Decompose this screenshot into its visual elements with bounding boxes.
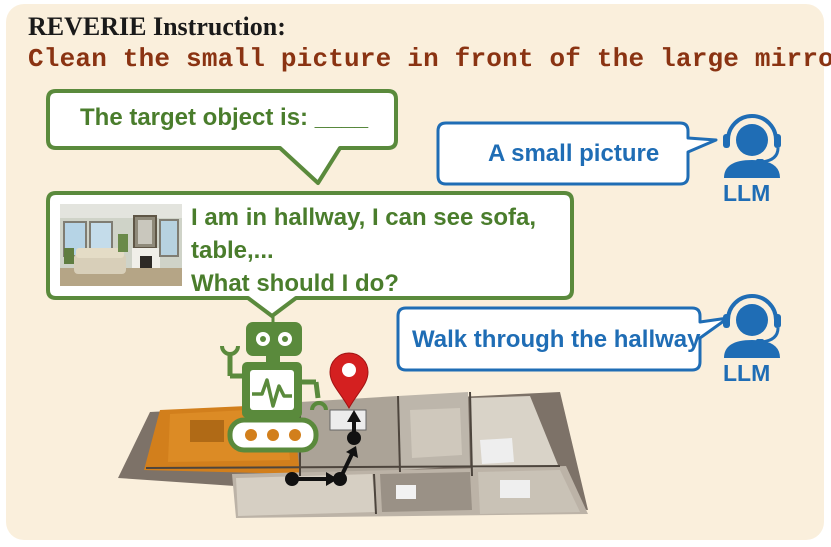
path-waypoint bbox=[285, 472, 299, 486]
path-waypoint bbox=[347, 431, 361, 445]
llm-answer-target: A small picture bbox=[488, 140, 660, 167]
robot-agent-icon bbox=[220, 301, 328, 453]
observation-line: What should I do? bbox=[191, 270, 399, 297]
llm-label: LLM bbox=[723, 180, 771, 206]
llm-label: LLM bbox=[723, 360, 771, 386]
instruction-text: Clean the small picture in front of the … bbox=[28, 44, 831, 74]
path-waypoint bbox=[333, 472, 347, 486]
llm-agent-icon bbox=[723, 114, 781, 178]
instruction-heading: REVERIE Instruction: bbox=[28, 12, 286, 41]
goal-location-pin-icon bbox=[329, 352, 369, 410]
observation-line: table,... bbox=[191, 237, 274, 264]
llm-answer-bubble-action bbox=[396, 306, 730, 372]
room-observation-photo bbox=[60, 204, 182, 286]
question-speech-bubble bbox=[46, 89, 398, 185]
observation-line: I am in hallway, I can see sofa, bbox=[191, 204, 537, 231]
llm-agent-icon bbox=[723, 294, 781, 358]
target-object-question: The target object is: ____ bbox=[80, 104, 369, 131]
observation-text: I am in hallway, I can see sofa, table,.… bbox=[191, 201, 536, 300]
navigation-path bbox=[285, 410, 361, 486]
llm-answer-bubble-target bbox=[436, 121, 718, 186]
llm-answer-action: Walk through the hallway bbox=[412, 326, 701, 353]
